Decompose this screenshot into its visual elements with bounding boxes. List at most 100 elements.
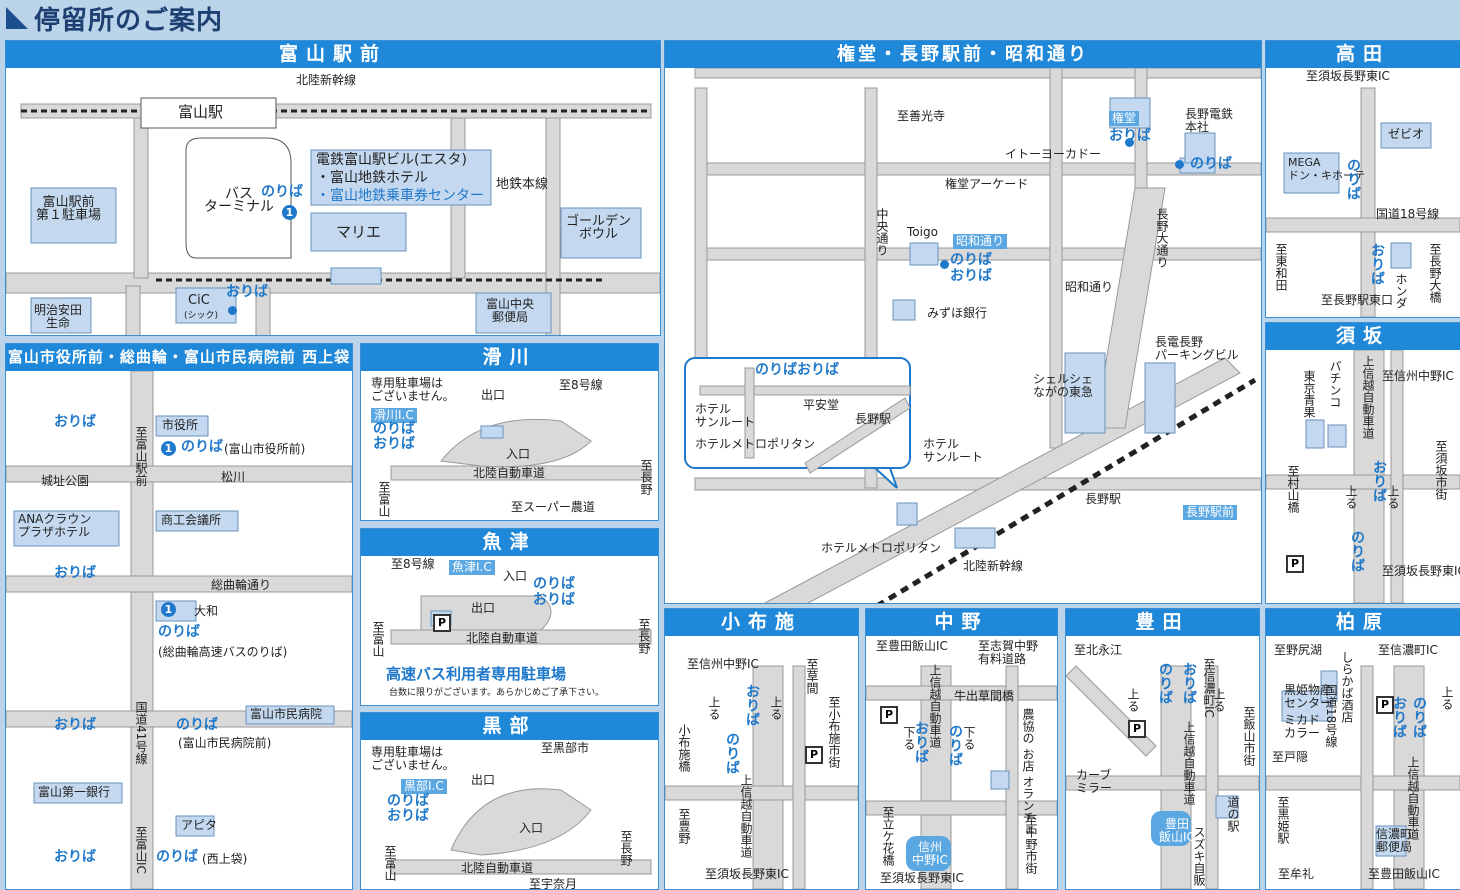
label-noriba-gondo[interactable]: のりば [1190,156,1232,172]
label-oriba[interactable]: おりば [1369,243,1385,285]
label-to-suzaka-city: 至須坂市街 [1434,440,1448,500]
stop-dot-icon[interactable] [1175,160,1184,169]
parking-icon: P [1376,696,1394,714]
label-up2: 上る [1386,485,1400,509]
label-post: 信濃町 郵便局 [1376,827,1413,854]
label-oriba[interactable]: おりば [533,592,575,608]
stop-dot-icon[interactable] [1125,138,1134,147]
panel-title: 黒部 [361,713,658,740]
label-to-unazuki: 至宇奈月 [529,877,578,890]
map-roads [1266,665,1460,889]
panel-toyama-city: 富山市役所前・総曲輪・富山市民病院前 西上袋 至富山駅前 市役所 おりば 1 の [5,343,353,890]
label-oriba[interactable]: おりば [373,436,415,452]
label-inset-noriba[interactable]: のりばおりば [755,362,839,378]
label-noriba[interactable]: のりば [373,421,415,437]
label-route41: 国道41号線 [134,701,148,765]
tag-ic: 黒部I.C [401,779,447,794]
label-oriba-showa[interactable]: おりば [950,268,992,284]
label-noriba1[interactable]: のりば [181,439,223,455]
label-to-kurohime: 至黒姫駅 [1276,796,1290,844]
label-noriba[interactable]: のりば [947,724,963,766]
label-lot: 専用駐車場は ございません。 [371,376,455,403]
stop-number-icon[interactable]: 1 [161,441,176,456]
label-to-station: 至長野駅東口 [1321,293,1394,307]
label-oriba-gondo[interactable]: おりば [1109,128,1151,144]
label-to-iiyama: 至飯山市街 [1242,706,1256,766]
label-noriba1-sub: (富山市役所前) [224,442,306,456]
tag-showa: 昭和通り [953,234,1008,249]
label-cheruche: シェルシェ ながの東急 [1033,372,1094,399]
label-noriba[interactable]: のりば [724,732,740,774]
label-bus-terminal: バス ターミナル [204,186,274,215]
label-oriba[interactable]: おりば [387,808,429,824]
label-shinkansen: 北陸新幹線 [296,73,357,87]
panel-title: 柏原 [1266,609,1460,636]
label-oriba1[interactable]: おりば [54,414,96,430]
panel-title: 豊田 [1066,609,1259,636]
stop-number-icon[interactable]: 1 [282,205,297,220]
label-to-togakushi: 至戸隠 [1272,750,1309,764]
label-up2: 上る [769,696,783,720]
label-oriba[interactable]: おりば [226,284,268,300]
label-to-nakano: 至信州中野IC [1382,369,1454,383]
label-to-mureis: 至牟礼 [1278,867,1315,881]
label-ic: 豊田 飯山IC [1159,817,1195,844]
label-noriba4-sub: (西上袋) [202,852,248,866]
stop-dot-icon[interactable] [940,260,949,269]
label-noriba[interactable]: のりば [1349,530,1365,572]
label-matsukawa: 松川 [221,470,246,484]
label-to-toyono: 至豊野 [677,808,691,844]
label-to-nakano-city: 至中野市街 [1024,814,1038,874]
panel-takata: 高田 至須坂長野東IC MEGA ドン・キホーテ ゼビオ のりば 国道18号線 … [1265,40,1460,318]
label-expressway: 上信越自動車道 [928,664,942,748]
map-roads [390,788,652,875]
label-noriba3[interactable]: のりば [176,717,218,733]
label-noriba[interactable]: のりば [261,184,303,200]
label-noriba[interactable]: のりば [1411,696,1427,738]
map-roads [684,68,1261,603]
panel-title: 滑川 [361,344,658,371]
label-noriba4[interactable]: のりば [156,849,198,865]
label-nagano-omachi: 至長野大橋 [1428,243,1442,303]
map-roads [665,665,858,889]
label-to-nojiri: 至野尻湖 [1274,643,1323,657]
label-noriba[interactable]: のりば [387,793,429,809]
label-to-suzaka: 至須坂長野東IC [880,871,964,885]
label-noriba2[interactable]: のりば [158,624,200,640]
label-noriba-showa[interactable]: のりば [950,252,992,268]
label-oriba3[interactable]: おりば [54,717,96,733]
label-mizuho: みずほ銀行 [927,306,988,320]
label-zenkoji: 至善光寺 [897,109,946,123]
label-expressway: 上信越自動車道 [1182,721,1196,805]
map-roads [866,665,1057,889]
label-honda: ホンダ [1394,273,1408,309]
label-chuo-dori: 中央通り [875,208,889,256]
stop-dot-icon[interactable] [228,306,237,315]
label-oriba[interactable]: おりば [1371,460,1387,502]
label-to-nagano: 至長野 [639,459,653,495]
label-up2: 上る [1212,688,1226,712]
label-oriba[interactable]: おりば [1391,696,1407,738]
label-noriba[interactable]: のりば [1157,662,1173,704]
label-noriba[interactable]: のりば [533,576,575,592]
stop-number-icon[interactable]: 1 [161,602,176,617]
label-hotel-sunroute: ホテル サンルート [923,437,984,464]
map-obuse: 至信州中野IC 至草間 上る おりば 上る のりば 小布施橋 至小布施市街 上信… [665,636,858,889]
panel-title: 権堂・長野駅前・昭和通り [665,41,1261,68]
label-noriba[interactable]: のりば [1345,158,1361,200]
label-showa-dori: 昭和通り [1065,280,1114,294]
label-to-toyoda: 至豊田飯山IC [876,639,948,653]
label-oriba[interactable]: おりば [913,721,929,763]
label-down2: 下る [962,726,976,750]
label-oriba4[interactable]: おりば [54,849,96,865]
label-oriba[interactable]: おりば [1181,662,1197,704]
label-oriba[interactable]: おりば [744,684,760,726]
label-oriba2[interactable]: おりば [54,565,96,581]
map-takata: 至須坂長野東IC MEGA ドン・キホーテ ゼビオ のりば 国道18号線 おりば… [1266,68,1460,317]
label-exit: 出口 [481,388,506,402]
label-down: 下る [902,726,916,750]
header: 停留所のご案内 [0,0,223,36]
map-suzaka: 東京青果 パチンコ 上信越自動車道 至信州中野IC 上る おりば 上る のりば … [1266,350,1460,603]
label-exit: 出口 [471,601,496,615]
map-toyama-station: 北陸新幹線 富山駅 電鉄富山駅ビル(エスタ) ・富山地鉄ホテル ・富山地鉄乗車券… [6,68,660,335]
